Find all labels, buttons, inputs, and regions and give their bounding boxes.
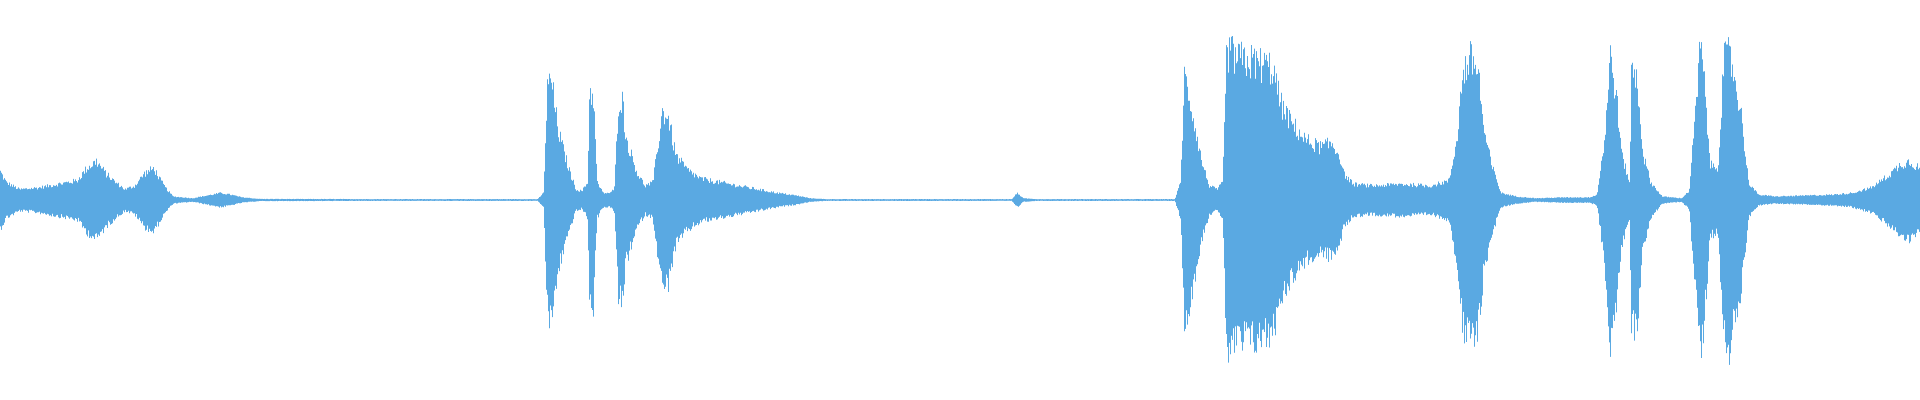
waveform-samples — [0, 36, 1920, 365]
waveform-path — [0, 36, 1920, 365]
